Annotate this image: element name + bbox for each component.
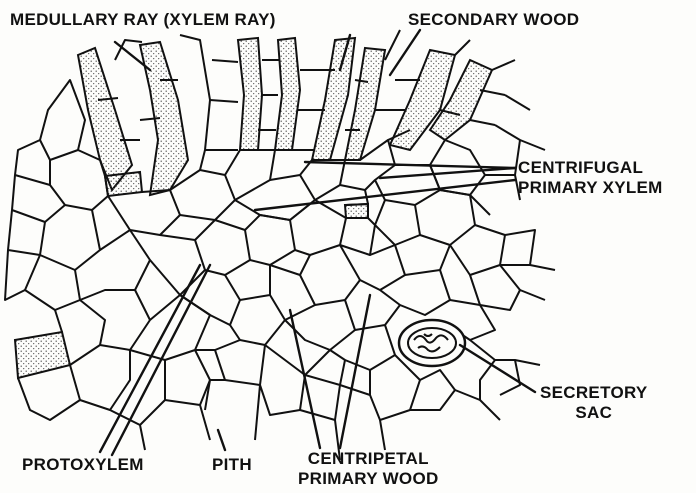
label-centripetal-line-1: CENTRIPETAL [298,449,439,469]
label-protoxylem: PROTOXYLEM [22,455,144,475]
label-centrifugal-line-1: CENTRIFUGAL [518,158,663,178]
label-secretory-line-2: SAC [540,403,648,423]
secretory-sac [399,320,465,366]
label-centripetal-primary-wood: CENTRIPETAL PRIMARY WOOD [298,449,439,489]
label-centripetal-line-2: PRIMARY WOOD [298,469,439,489]
label-centrifugal-line-2: PRIMARY XYLEM [518,178,663,198]
label-pith: PITH [212,455,252,475]
label-secondary-wood: SECONDARY WOOD [408,10,579,30]
label-centrifugal-primary-xylem: CENTRIFUGAL PRIMARY XYLEM [518,158,663,198]
label-secretory-sac: SECRETORY SAC [540,383,648,423]
label-secretory-line-1: SECRETORY [540,383,648,403]
label-medullary-ray: MEDULLARY RAY (XYLEM RAY) [10,10,276,30]
central-cell-network [170,140,555,460]
